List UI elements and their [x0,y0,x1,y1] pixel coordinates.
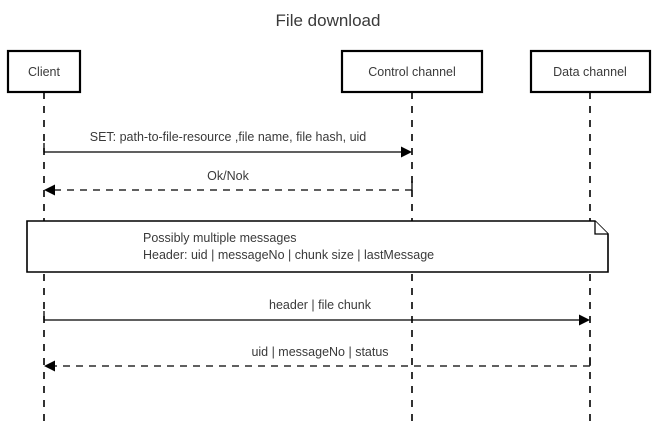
note-line-2: Header: uid | messageNo | chunk size | l… [143,248,434,262]
msg-header-file-chunk-arrowhead [579,314,590,326]
msg-uid-messageno-status[interactable]: uid | messageNo | status [44,345,591,372]
participant-box-client [6,49,82,94]
note-fold-corner [594,221,608,235]
participant-box-control [340,49,484,94]
msg-set-request-arrowhead [401,146,412,158]
msg-ok-nok-label: Ok/Nok [207,169,249,183]
note-line-1: Possibly multiple messages [143,231,297,245]
msg-set-request-label: SET: path-to-file-resource ,file name, f… [90,130,367,144]
msg-header-file-chunk-label: header | file chunk [269,298,372,312]
msg-header-file-chunk[interactable]: header | file chunk [43,298,590,326]
messages-group: SET: path-to-file-resource ,file name, f… [43,130,591,372]
participant-control[interactable]: Control channel [340,49,484,94]
diagram-title: File download [276,11,381,30]
msg-uid-messageno-status-label: uid | messageNo | status [251,345,388,359]
participant-data[interactable]: Data channel [529,49,652,94]
participant-client[interactable]: Client [6,49,82,94]
participant-label-client: Client [28,65,60,79]
msg-ok-nok-arrowhead [44,184,55,196]
msg-uid-messageno-status-arrowhead [44,360,55,372]
msg-ok-nok[interactable]: Ok/Nok [44,169,413,196]
participant-label-control: Control channel [368,65,456,79]
participant-label-data: Data channel [553,65,627,79]
participant-box-data [529,49,652,94]
note-body [26,220,609,273]
participants-group: Client Control channel Data channel [6,49,652,94]
msg-set-request[interactable]: SET: path-to-file-resource ,file name, f… [43,130,412,158]
